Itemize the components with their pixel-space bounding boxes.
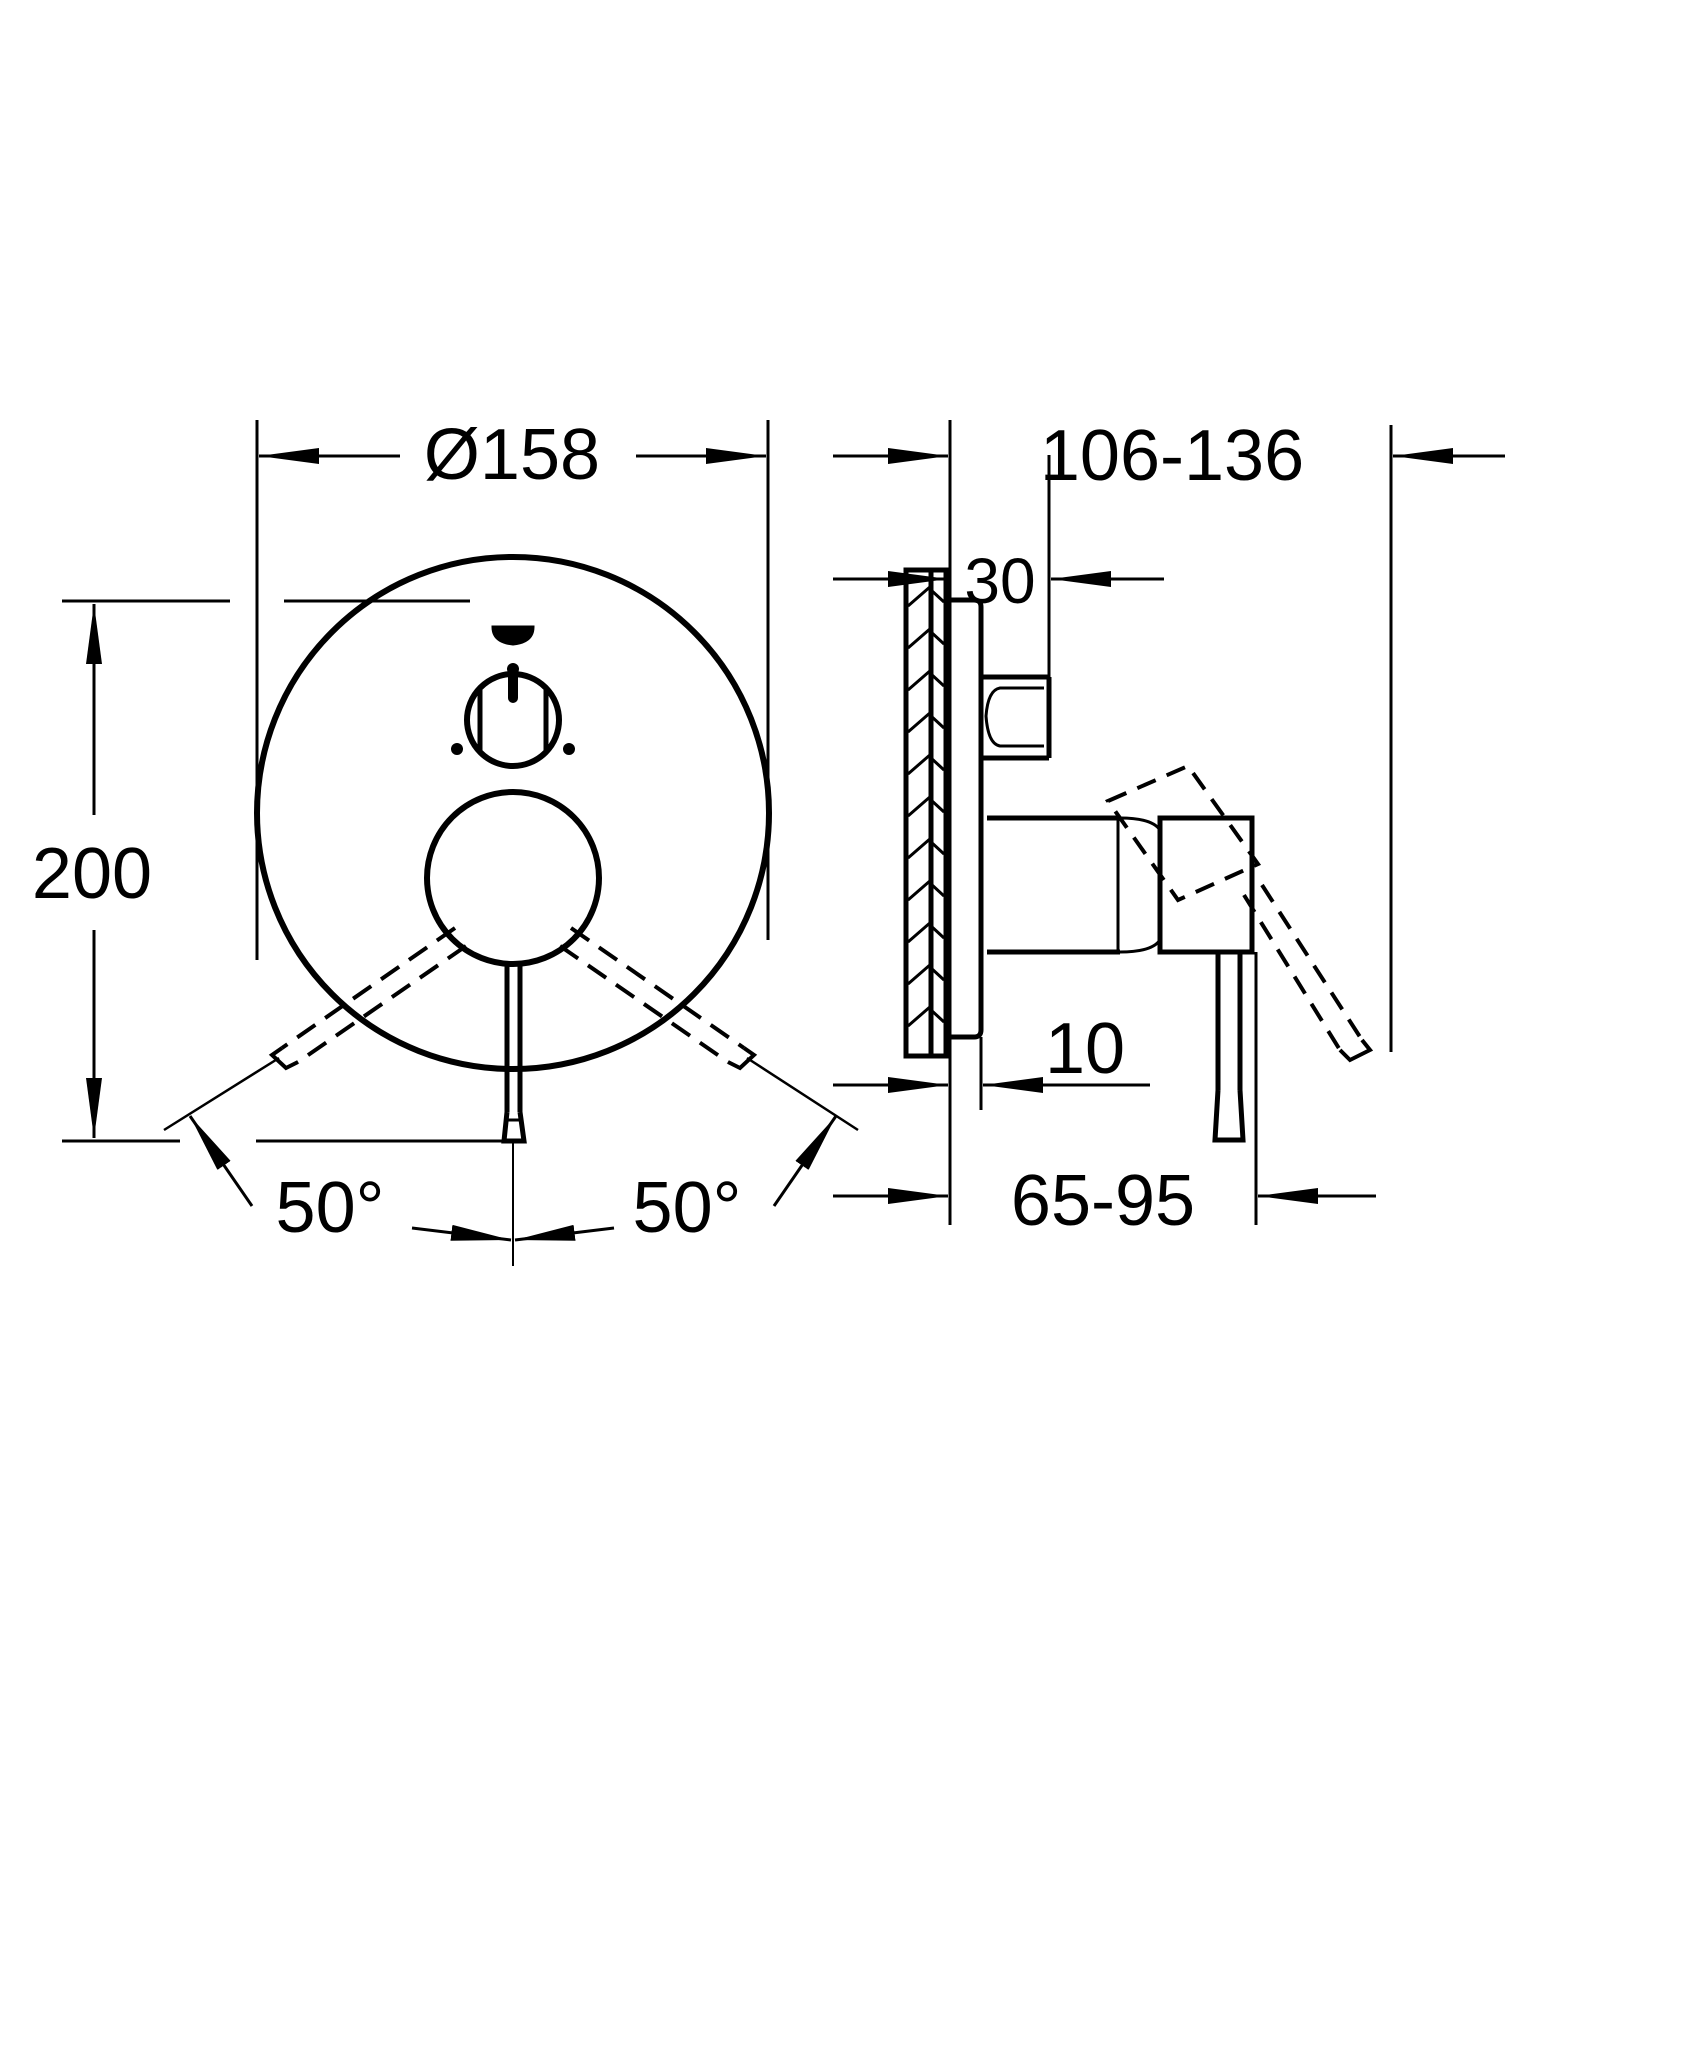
diverter-knob-icon: [451, 663, 575, 769]
plate-offset-label: 10: [1045, 1009, 1125, 1089]
lever-side: [1212, 952, 1258, 1225]
escutcheon-side: [950, 597, 984, 1040]
overall-depth-label: 106-136: [1040, 416, 1304, 496]
escutcheon-plate: [254, 554, 772, 1072]
diverter-depth-label: 30: [964, 545, 1035, 617]
diverter-knob-side: [981, 455, 1052, 761]
lever-handle: [501, 964, 527, 1144]
front-view: Ø158 200: [32, 415, 859, 1266]
angle-extension-right: [746, 1056, 859, 1132]
handle-hub: [424, 789, 602, 967]
lever-rotated-right: [558, 926, 758, 1071]
lever-rotated-side: [1104, 763, 1374, 1063]
height-dimension: [62, 599, 470, 1143]
angle-label-left: 50°: [276, 1168, 385, 1248]
angle-label-right: 50°: [633, 1168, 742, 1248]
side-view: [833, 420, 1505, 1225]
wall-section: [903, 567, 949, 1059]
lever-rotated-left: [268, 926, 468, 1071]
handle-depth-label: 65-95: [1011, 1161, 1195, 1241]
handle-body-side: [987, 815, 1255, 955]
diameter-label: Ø158: [424, 415, 600, 495]
height-label: 200: [32, 834, 152, 914]
angle-extension-left: [163, 1056, 280, 1132]
brand-logo-icon: [491, 625, 535, 646]
